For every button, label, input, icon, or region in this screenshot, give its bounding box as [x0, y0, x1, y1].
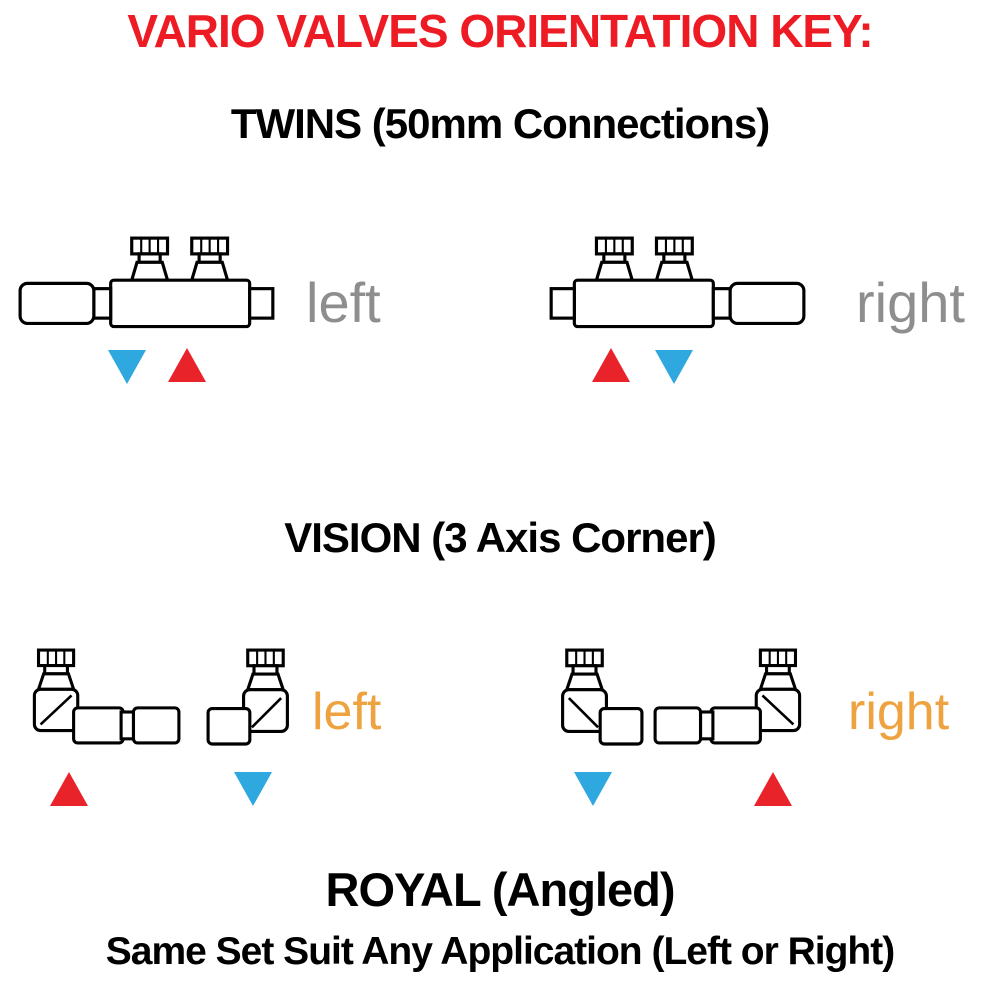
red-up-triangle	[168, 348, 206, 382]
red-up-triangle	[754, 772, 792, 806]
vision-left-label: left	[312, 683, 382, 741]
vision-right-label: right	[848, 683, 950, 741]
royal-section-heading: ROYAL (Angled)	[325, 863, 676, 916]
vision-right-elbow-valve-illustration	[561, 648, 644, 746]
twins-right-label: right	[856, 271, 965, 334]
royal-section-subheading: Same Set Suit Any Application (Left or R…	[105, 930, 895, 973]
vision-left-elbow-valve-illustration	[206, 648, 289, 746]
main-title: VARIO VALVES ORIENTATION KEY:	[127, 5, 873, 57]
vision-left-corner-valve-illustration	[32, 648, 181, 745]
blue-down-triangle	[574, 772, 612, 806]
twins-right-valve-illustration	[549, 236, 806, 329]
twins-left-label: left	[306, 271, 381, 334]
red-up-triangle	[50, 772, 88, 806]
blue-down-triangle	[108, 350, 146, 384]
red-up-triangle	[592, 348, 630, 382]
twins-section-heading: TWINS (50mm Connections)	[230, 100, 770, 147]
vision-section-heading: VISION (3 Axis Corner)	[284, 514, 717, 561]
vision-right-corner-valve-illustration	[653, 648, 802, 745]
twins-left-valve-illustration	[18, 236, 275, 329]
blue-down-triangle	[655, 350, 693, 384]
blue-down-triangle	[234, 772, 272, 806]
